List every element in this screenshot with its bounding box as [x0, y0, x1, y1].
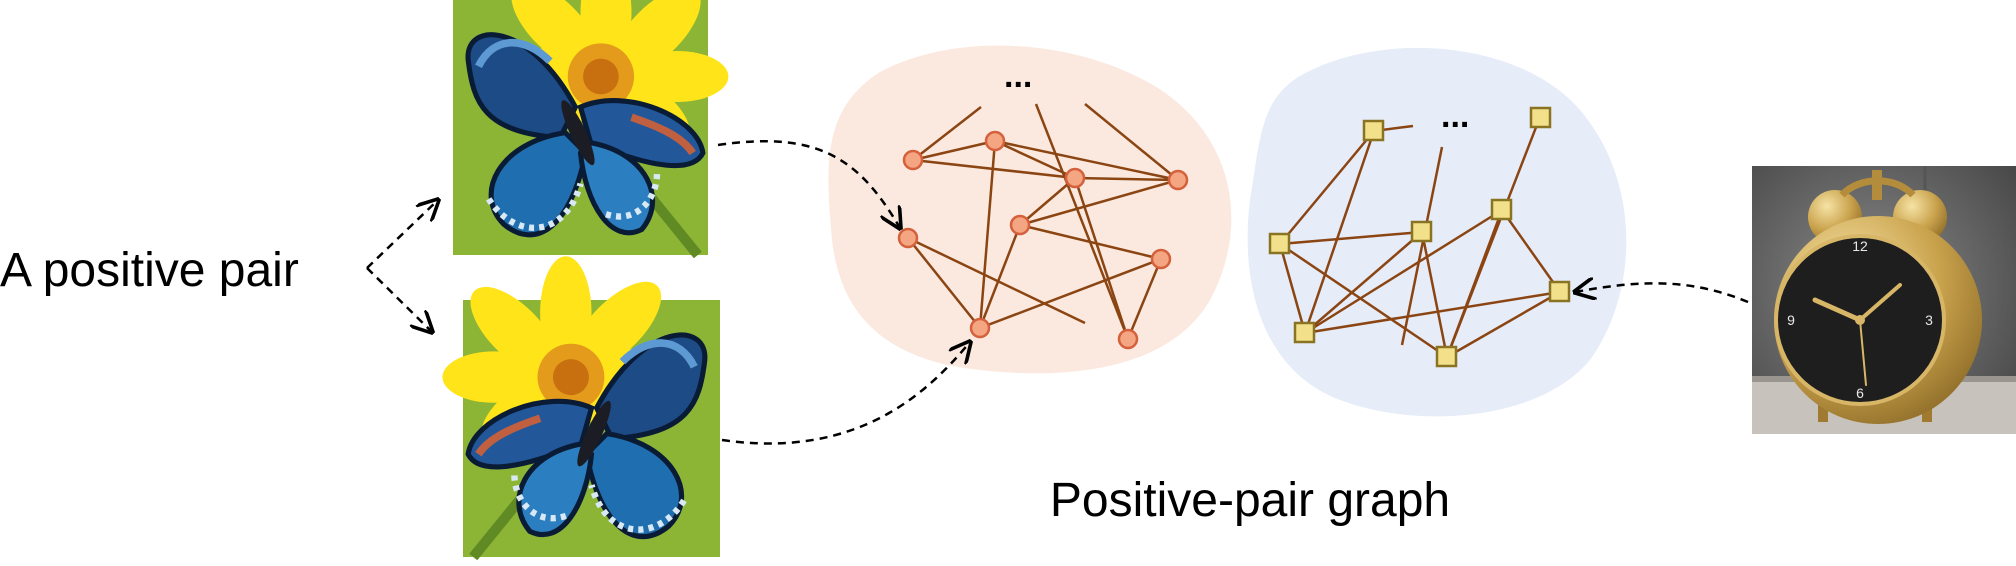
graph-node: [1548, 280, 1571, 303]
graph-node: [984, 130, 1006, 152]
graph-node: [897, 227, 919, 249]
cluster-b-ellipsis: ...: [1441, 97, 1469, 135]
graph-node: [1167, 169, 1189, 191]
graph-node: [1362, 119, 1385, 142]
butterfly-image-bottom: [442, 256, 720, 557]
cluster-b-nodes: [1268, 106, 1571, 368]
arrow-top-image-to-graph: [717, 140, 900, 228]
cluster-a-edges: [907, 103, 1179, 340]
graph-node: [1064, 167, 1086, 189]
arrow-bottom-image-to-graph: [721, 342, 970, 445]
graph-node: [902, 149, 924, 171]
graph-node: [1150, 248, 1172, 270]
graph-node: [1490, 198, 1513, 221]
cluster-b-edges: [1278, 116, 1562, 359]
arrow-to-top-image: [366, 200, 438, 269]
graph-node: [1293, 321, 1316, 344]
cluster-a-blob: [828, 45, 1232, 374]
alarm-clock-image: 12 3 6 9: [1752, 166, 2016, 434]
butterfly-image-top: [453, 0, 728, 255]
arrow-clock-to-graph: [1575, 283, 1749, 304]
graph-node: [1410, 220, 1433, 243]
graph-caption: Positive-pair graph: [1050, 474, 1450, 527]
label-to-image-arrows: [366, 200, 438, 332]
arrow-to-bottom-image: [366, 267, 432, 332]
svg-text:9: 9: [1787, 312, 1795, 328]
svg-text:12: 12: [1852, 238, 1868, 254]
svg-text:3: 3: [1925, 312, 1933, 328]
graph-node: [1529, 106, 1552, 129]
graph-node: [1117, 328, 1139, 350]
graph-node: [1009, 214, 1031, 236]
positive-pair-label: A positive pair: [0, 244, 299, 297]
graph-node: [1435, 345, 1458, 368]
graph-node: [969, 317, 991, 339]
cluster-a-nodes: [897, 130, 1189, 350]
svg-text:6: 6: [1856, 385, 1864, 401]
graph-node: [1268, 232, 1291, 255]
cluster-a-ellipsis: ...: [1004, 57, 1032, 95]
